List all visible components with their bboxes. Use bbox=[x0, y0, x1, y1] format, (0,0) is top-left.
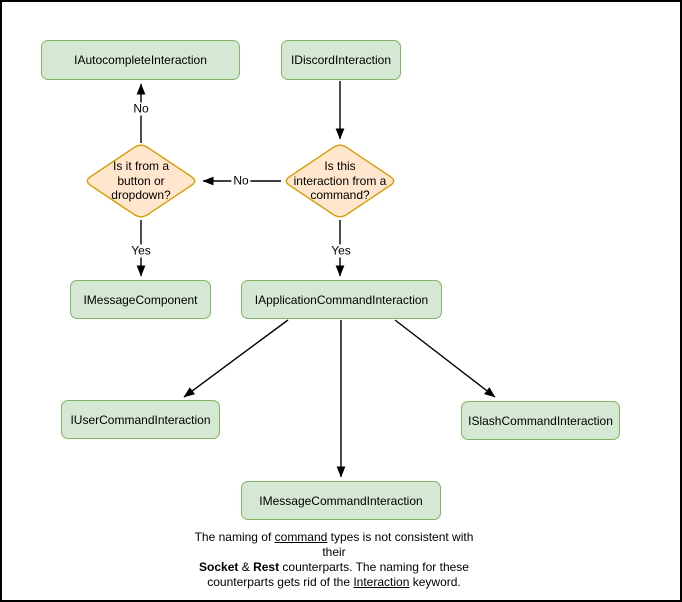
footnote-text: keyword. bbox=[409, 575, 461, 589]
footnote-text: counterparts gets rid of the bbox=[207, 575, 354, 589]
decision-line: command? bbox=[310, 188, 370, 203]
footnote-text: The naming of bbox=[194, 530, 275, 544]
node-message-component: IMessageComponent bbox=[70, 280, 211, 319]
node-label: ISlashCommandInteraction bbox=[468, 413, 613, 428]
node-label: IMessageCommandInteraction bbox=[259, 493, 423, 508]
decision-label: Is it from a button or dropdown? bbox=[84, 143, 198, 219]
node-label: IAutocompleteInteraction bbox=[74, 53, 207, 67]
node-message-command-interaction: IMessageCommandInteraction bbox=[241, 481, 441, 520]
node-slash-command-interaction: ISlashCommandInteraction bbox=[461, 401, 620, 440]
node-label: IApplicationCommandInteraction bbox=[254, 292, 429, 307]
diamond-shape bbox=[285, 144, 395, 218]
decision-line: dropdown? bbox=[111, 188, 171, 203]
node-discord-interaction: IDiscordInteraction bbox=[281, 40, 401, 80]
edge-label-yes-application-command: Yes bbox=[329, 243, 353, 258]
decision-label: Is this interaction from a command? bbox=[283, 143, 397, 219]
decision-line: button or bbox=[117, 173, 165, 188]
footnote-underlined-interaction: Interaction bbox=[353, 575, 410, 589]
node-autocomplete-interaction: IAutocompleteInteraction bbox=[41, 40, 240, 80]
edge-label-no-between-decisions: No bbox=[231, 173, 251, 188]
footnote-line-2: Socket & Rest counterparts. The naming f… bbox=[184, 560, 484, 575]
footnote-bold-socket: Socket bbox=[199, 560, 239, 574]
decision-button-or-dropdown: Is it from a button or dropdown? bbox=[84, 143, 198, 219]
footnote-line-3: counterparts gets rid of the Interaction… bbox=[184, 575, 484, 590]
footnote-line-1: The naming of command types is not consi… bbox=[184, 530, 484, 560]
edge-application-to-user-command bbox=[183, 319, 289, 398]
edge-label-no-autocomplete: No bbox=[131, 101, 151, 116]
footnote-underlined-command: command bbox=[274, 530, 328, 544]
footnote-text: types is not consistent with their bbox=[322, 530, 474, 559]
node-label: IUserCommandInteraction bbox=[70, 412, 211, 427]
footnote-bold-rest: Rest bbox=[253, 560, 280, 574]
diamond-shape bbox=[86, 144, 196, 218]
edge-label-yes-message-component: Yes bbox=[129, 243, 153, 258]
decision-line: interaction from a bbox=[293, 173, 387, 188]
decision-line: Is this bbox=[324, 159, 356, 174]
node-application-command-interaction: IApplicationCommandInteraction bbox=[241, 280, 442, 319]
decision-interaction-from-command: Is this interaction from a command? bbox=[283, 143, 397, 219]
node-user-command-interaction: IUserCommandInteraction bbox=[61, 400, 220, 439]
edge-application-to-slash-command bbox=[394, 319, 496, 398]
node-label: IDiscordInteraction bbox=[290, 53, 392, 67]
footnote: The naming of command types is not consi… bbox=[184, 530, 484, 590]
node-label: IMessageComponent bbox=[83, 292, 198, 307]
footnote-text: & bbox=[238, 560, 254, 574]
footnote-text: counterparts. The naming for these bbox=[279, 560, 469, 574]
decision-line: Is it from a bbox=[112, 159, 169, 174]
